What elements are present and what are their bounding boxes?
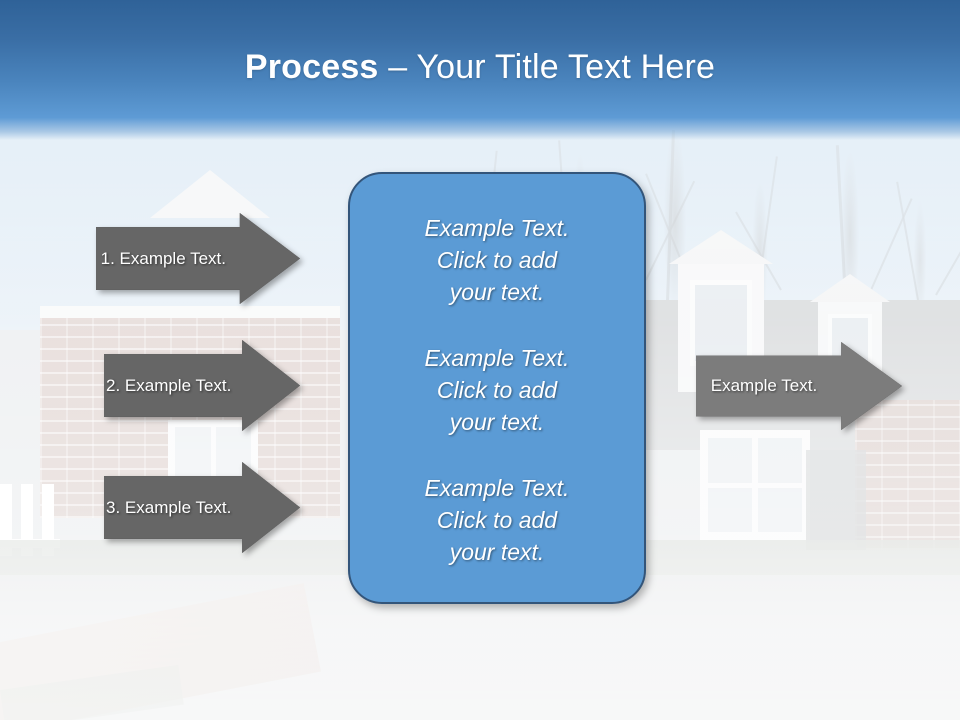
page-title-rest: – Your Title Text Here [378, 48, 716, 86]
arrow-shape [104, 340, 300, 431]
title-banner [0, 0, 960, 140]
arrow-shape [104, 462, 300, 553]
output-arrow-label: Example Text. [710, 376, 818, 395]
panel-text-block-1: Example Text. Click to add your text. [424, 215, 570, 305]
panel-text-block-3: Example Text. Click to add your text. [424, 475, 570, 565]
input-arrow-2-label: 2. Example Text. [106, 375, 232, 395]
input-arrow-3[interactable]: 3. Example Text. [104, 462, 300, 553]
arrow-shape [696, 342, 902, 430]
input-arrow-1-label: 1. Example Text. [100, 248, 226, 268]
arrow-shape [96, 213, 300, 304]
page-title-strong: Process [244, 48, 379, 86]
output-arrow[interactable]: Example Text. [696, 342, 902, 430]
input-arrow-2[interactable]: 2. Example Text. [104, 340, 300, 431]
panel-text-block-2: Example Text. Click to add your text. [424, 345, 570, 435]
input-arrow-1[interactable]: 1. Example Text. [96, 213, 300, 304]
input-arrow-3-label: 3. Example Text. [106, 497, 232, 517]
page-title: Process – Your Title Text Here [0, 46, 960, 88]
center-process-panel[interactable]: Example Text. Click to add your text. Ex… [348, 172, 646, 604]
